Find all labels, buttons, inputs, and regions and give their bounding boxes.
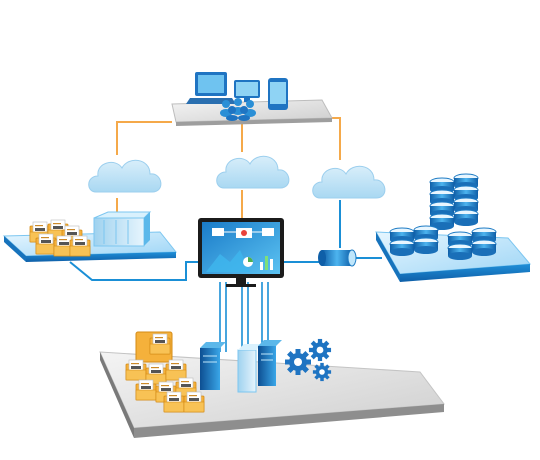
- documents-icon: [125, 331, 205, 413]
- server-platform: [99, 331, 445, 438]
- cloud-center: [216, 155, 290, 189]
- cloud-right: [312, 165, 386, 199]
- connector-lines: [69, 117, 382, 356]
- devices-icon: [186, 72, 288, 121]
- server-icon: [200, 340, 282, 393]
- storage-connector-icon: [318, 249, 357, 267]
- documents-platform: [2, 211, 178, 262]
- server-rack-icon: [93, 211, 152, 247]
- central-monitor: [198, 218, 284, 287]
- monitor-icon: [198, 218, 284, 287]
- cloud-left: [88, 159, 162, 193]
- database-platform: [375, 173, 532, 282]
- documents-icon: [29, 219, 91, 257]
- devices-platform: [171, 72, 333, 126]
